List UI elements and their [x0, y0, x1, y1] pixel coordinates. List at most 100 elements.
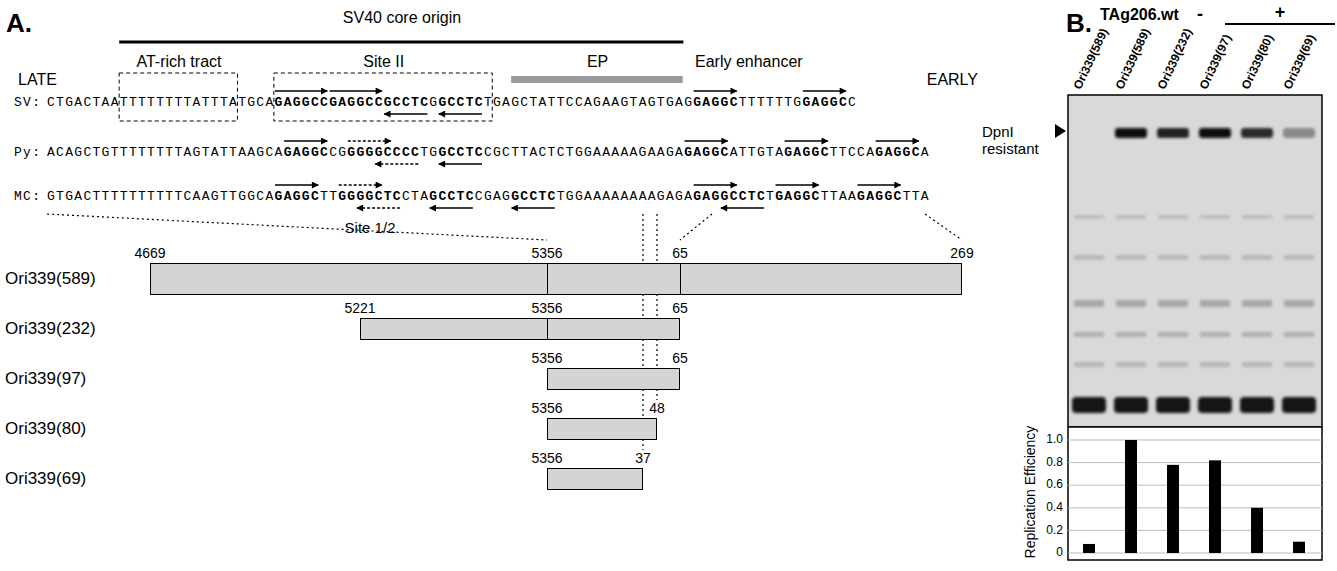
gel-smear — [1284, 255, 1314, 260]
repeat-arrow — [857, 184, 900, 185]
repeat-arrows — [275, 185, 901, 208]
region-label: AT-rich tract — [136, 53, 221, 71]
gel-smear — [1158, 362, 1188, 367]
lane-label: Ori339(80) — [1239, 33, 1276, 92]
repeat-arrow — [876, 140, 919, 141]
gel-smear — [1242, 332, 1272, 337]
region-label: SV40 core origin — [343, 9, 461, 27]
repeat-arrow — [275, 90, 327, 91]
region-label: EP — [587, 53, 608, 71]
site-ii-box — [274, 73, 492, 121]
mapping-line — [680, 214, 712, 240]
gel-smear — [1284, 215, 1314, 219]
sequence-segment: TGGAAAAAAAAGAGA — [557, 189, 694, 204]
lane-label: Ori339(589) — [1113, 27, 1153, 92]
efficiency-bar — [1251, 508, 1263, 553]
condition-bar — [1225, 23, 1335, 25]
gel-smear — [1200, 300, 1230, 307]
repeat-arrow — [284, 140, 327, 141]
sequence-segment: TGAGCTATTCCAGAAGTAGTGAG — [484, 95, 693, 110]
dna-sequence: GTGACTTTTTTTTTTCAAGTTGGCAGAGGCTTGGGGCTCC… — [47, 189, 930, 205]
coordinate-number: 65 — [670, 245, 690, 261]
repeat-arrow — [694, 90, 737, 91]
ep-bar — [511, 76, 683, 83]
repeat-arrow — [384, 113, 427, 114]
protein-label: TAg206.wt — [1100, 6, 1179, 24]
sequence-name: Py: — [14, 145, 41, 161]
sequence-segment: A — [921, 145, 930, 160]
repeat-arrow — [694, 184, 737, 185]
gel-smear — [1242, 300, 1272, 307]
coordinate-number: 269 — [948, 245, 975, 261]
construct-name: Ori339(589) — [5, 269, 96, 289]
sequence-segment: GAGGC — [275, 189, 321, 204]
repeat-arrows — [284, 141, 919, 164]
sequence-segment: GAGGC — [775, 189, 821, 204]
efficiency-bar — [1209, 460, 1221, 553]
sequence-segment: GAGGC — [284, 145, 330, 160]
gel-smear — [1158, 300, 1188, 307]
sequence-segment: CGCTTACTCTGGAAAAAGAAGA — [484, 145, 684, 160]
condition-sign: - — [1197, 4, 1203, 25]
coordinate-number: 5356 — [529, 245, 564, 261]
construct-name: Ori339(232) — [5, 319, 96, 339]
gel-smear — [1116, 362, 1146, 367]
grid-line — [1068, 462, 1322, 463]
mapping-line — [47, 214, 547, 240]
tick-label: 0.6 — [1046, 478, 1063, 492]
dna-band — [1072, 397, 1106, 413]
sequence-segment: ATTGTA — [730, 145, 785, 160]
panel-letter: A. — [6, 9, 32, 39]
lane-label: Ori339(232) — [1155, 27, 1195, 92]
coordinate-number: 65 — [670, 300, 690, 316]
repeat-arrow — [339, 184, 382, 185]
sequence-segment: GAGGC — [693, 95, 739, 110]
efficiency-bar — [1167, 465, 1179, 553]
sequence-segment: CGAG — [475, 189, 511, 204]
repeat-arrow — [685, 140, 728, 141]
grid-line — [1068, 553, 1322, 554]
sequence-segment: GAGGCCTC — [693, 189, 766, 204]
sequence-segment: C — [848, 95, 857, 110]
sequence-segment: GAGGC — [875, 145, 921, 160]
sequence-segment: CG — [329, 145, 347, 160]
sequence-segment: GAGGC — [784, 145, 830, 160]
gel-smear — [1116, 215, 1146, 219]
sequence-segment: TG — [420, 145, 438, 160]
band-label: DpnI resistant — [982, 123, 1060, 158]
sequence-segment: GAGGCCGAGGCCGCCTC — [275, 95, 430, 110]
repeat-arrow — [439, 163, 482, 164]
coordinate-number: 5356 — [529, 300, 564, 316]
dna-sequence: CTGACTAATTTTTTTTATTTATGCAGAGGCCGAGGCCGCC… — [47, 95, 857, 111]
sequence-segment: TTAA — [821, 189, 857, 204]
gel-smear — [1200, 255, 1230, 260]
grid-line — [1068, 507, 1322, 508]
band-pointer — [1055, 124, 1066, 138]
condition-sign: + — [1275, 2, 1286, 23]
tick-label: 0.2 — [1046, 524, 1063, 538]
sequence-segment: T — [766, 189, 775, 204]
repeat-arrow — [330, 90, 382, 91]
region-label: Early enhancer — [695, 53, 803, 71]
construct-name: Ori339(80) — [5, 419, 86, 439]
tick-label: 0.4 — [1046, 501, 1063, 515]
repeat-arrow — [375, 163, 418, 164]
sequence-segment: GAGGC — [684, 145, 730, 160]
sequence-name: SV: — [14, 95, 41, 111]
sequence-segment: TTA — [903, 189, 930, 204]
gel-smear — [1242, 215, 1272, 219]
gel-smear — [1284, 300, 1314, 307]
construct-bar: Ori339(589)4669535665269 — [150, 263, 962, 295]
mapping-line — [925, 214, 962, 240]
dna-band — [1156, 397, 1190, 413]
region-label: Site II — [363, 53, 404, 71]
coordinate-number: 48 — [647, 400, 667, 416]
sequence-segment: GCCTC — [429, 189, 475, 204]
direction-label: EARLY — [927, 71, 978, 89]
core-origin-bar — [119, 41, 683, 44]
repeat-arrow — [348, 140, 391, 141]
gel-smear — [1242, 362, 1272, 367]
sequence-segment: GGGGCCCC — [347, 145, 420, 160]
sequence-segment: GAGGC — [857, 189, 903, 204]
segment-divider — [680, 264, 681, 294]
